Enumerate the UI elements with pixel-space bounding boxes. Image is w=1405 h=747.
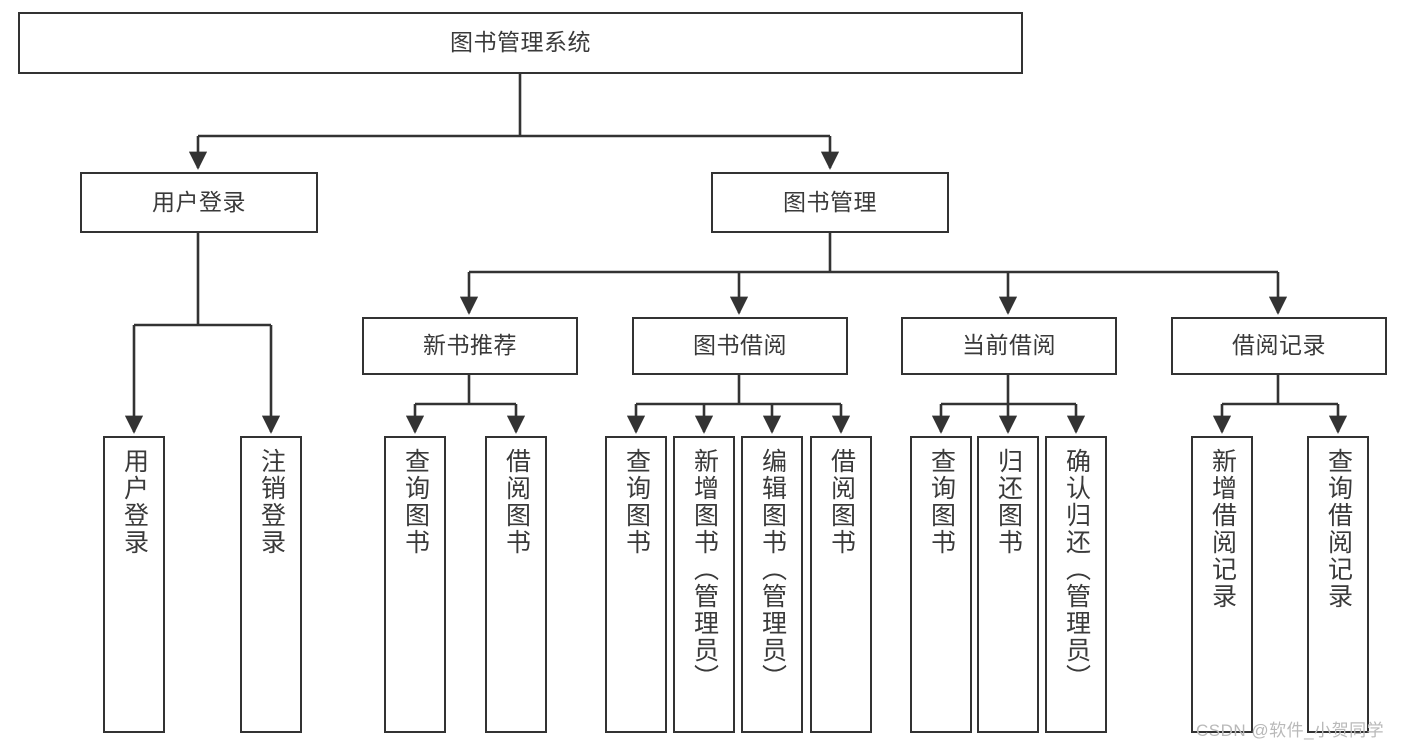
node-root-system[interactable]: 图书管理系统 [18, 12, 1023, 74]
node-book-management[interactable]: 图书管理 [711, 172, 949, 233]
leaf-current-return-book[interactable]: 归还图书 [977, 436, 1039, 733]
node-label: 用户登录 [152, 188, 246, 215]
node-label: 新增借阅记录 [1208, 448, 1237, 610]
node-label: 借阅记录 [1232, 332, 1326, 359]
node-label: 图书管理系统 [450, 29, 591, 56]
leaf-user-login-signout[interactable]: 注销登录 [240, 436, 302, 733]
node-label: 图书借阅 [693, 332, 787, 359]
node-label: 查询图书 [927, 448, 956, 556]
node-label: 新书推荐 [423, 332, 517, 359]
node-borrow-records[interactable]: 借阅记录 [1171, 317, 1387, 375]
node-label: 确认归还（管理员） [1062, 448, 1091, 691]
leaf-borrow-borrow-book[interactable]: 借阅图书 [810, 436, 872, 733]
node-label: 查询图书 [401, 448, 430, 556]
leaf-borrow-edit-book-admin[interactable]: 编辑图书（管理员） [741, 436, 803, 733]
leaf-user-login-signin[interactable]: 用户登录 [103, 436, 165, 733]
node-user-login[interactable]: 用户登录 [80, 172, 318, 233]
node-label: 注销登录 [257, 448, 286, 556]
node-label: 借阅图书 [827, 448, 856, 556]
node-label: 借阅图书 [502, 448, 531, 556]
node-label: 新增图书（管理员） [690, 448, 719, 691]
csdn-watermark: CSDN @软件_小贺同学 [1196, 721, 1385, 740]
node-label: 归还图书 [994, 448, 1023, 556]
leaf-records-query-record[interactable]: 查询借阅记录 [1307, 436, 1369, 733]
node-label: 当前借阅 [962, 332, 1056, 359]
leaf-borrow-add-book-admin[interactable]: 新增图书（管理员） [673, 436, 735, 733]
leaf-new-book-borrow[interactable]: 借阅图书 [485, 436, 547, 733]
node-current-borrow[interactable]: 当前借阅 [901, 317, 1117, 375]
leaf-current-query-book[interactable]: 查询图书 [910, 436, 972, 733]
leaf-new-book-query[interactable]: 查询图书 [384, 436, 446, 733]
leaf-current-confirm-return-admin[interactable]: 确认归还（管理员） [1045, 436, 1107, 733]
leaf-borrow-query-book[interactable]: 查询图书 [605, 436, 667, 733]
leaf-records-add-record[interactable]: 新增借阅记录 [1191, 436, 1253, 733]
node-new-book-recommend[interactable]: 新书推荐 [362, 317, 578, 375]
node-label: 图书管理 [783, 188, 877, 215]
node-label: 用户登录 [120, 448, 149, 556]
node-label: 查询借阅记录 [1324, 448, 1353, 610]
node-label: 查询图书 [622, 448, 651, 556]
node-book-borrow[interactable]: 图书借阅 [632, 317, 848, 375]
node-label: 编辑图书（管理员） [758, 448, 787, 691]
